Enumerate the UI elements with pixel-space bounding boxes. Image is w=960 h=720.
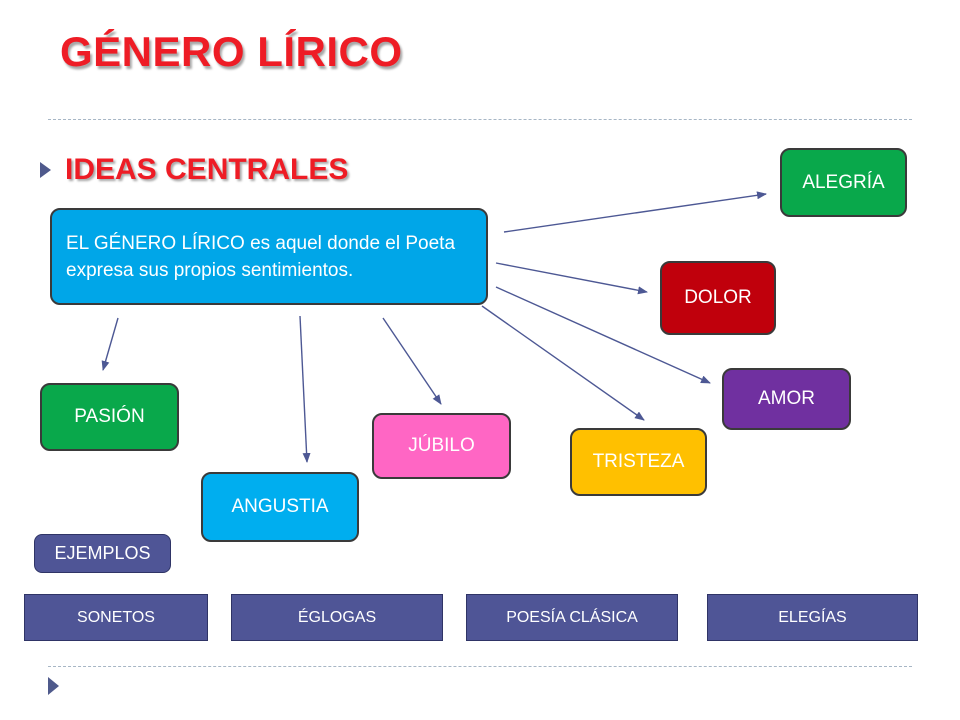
slide-subtitle: IDEAS CENTRALES <box>65 153 349 186</box>
emotion-label: PASIÓN <box>74 406 145 427</box>
emotion-box-jubilo: JÚBILO <box>372 413 511 479</box>
example-eglogas: ÉGLOGAS <box>231 594 443 641</box>
arrow-to-angustia <box>299 315 311 463</box>
definition-box: EL GÉNERO LÍRICO es aquel donde el Poeta… <box>50 208 488 305</box>
emotion-label: DOLOR <box>684 287 752 308</box>
example-elegias: ELEGÍAS <box>707 594 918 641</box>
bottom-divider <box>48 666 912 667</box>
examples-label-box: EJEMPLOS <box>34 534 171 573</box>
arrow-to-tristeza <box>481 305 645 421</box>
example-label: ELEGÍAS <box>778 608 847 626</box>
emotion-label: TRISTEZA <box>592 451 685 472</box>
slide-title: GÉNERO LÍRICO <box>60 28 403 75</box>
emotion-box-alegria: ALEGRÍA <box>780 148 907 217</box>
arrow-to-pasion <box>101 317 119 371</box>
arrow-to-amor <box>495 286 711 384</box>
arrow-to-alegria <box>503 191 767 233</box>
examples-label: EJEMPLOS <box>54 543 151 563</box>
example-label: ÉGLOGAS <box>297 608 377 626</box>
example-poesia-clasica: POESÍA CLÁSICA <box>466 594 678 641</box>
example-label: POESÍA CLÁSICA <box>506 608 638 626</box>
emotion-label: ALEGRÍA <box>802 171 885 193</box>
footer-arrow-icon <box>48 677 59 695</box>
emotion-label: JÚBILO <box>408 435 475 456</box>
definition-text: EL GÉNERO LÍRICO es aquel donde el Poeta… <box>66 232 456 281</box>
arrow-to-dolor <box>495 262 648 295</box>
emotion-box-amor: AMOR <box>722 368 851 430</box>
emotion-box-tristeza: TRISTEZA <box>570 428 707 496</box>
subtitle-row: IDEAS CENTRALES <box>40 153 348 187</box>
top-divider <box>48 119 912 120</box>
emotion-label: AMOR <box>758 388 815 409</box>
emotion-box-dolor: DOLOR <box>660 261 776 335</box>
example-label: SONETOS <box>77 608 155 626</box>
arrow-to-jubilo <box>382 317 442 405</box>
emotion-box-angustia: ANGUSTIA <box>201 472 359 542</box>
emotion-label: ANGUSTIA <box>231 496 329 517</box>
bullet-arrow-icon <box>40 162 51 178</box>
emotion-box-pasion: PASIÓN <box>40 383 179 451</box>
example-sonetos: SONETOS <box>24 594 208 641</box>
